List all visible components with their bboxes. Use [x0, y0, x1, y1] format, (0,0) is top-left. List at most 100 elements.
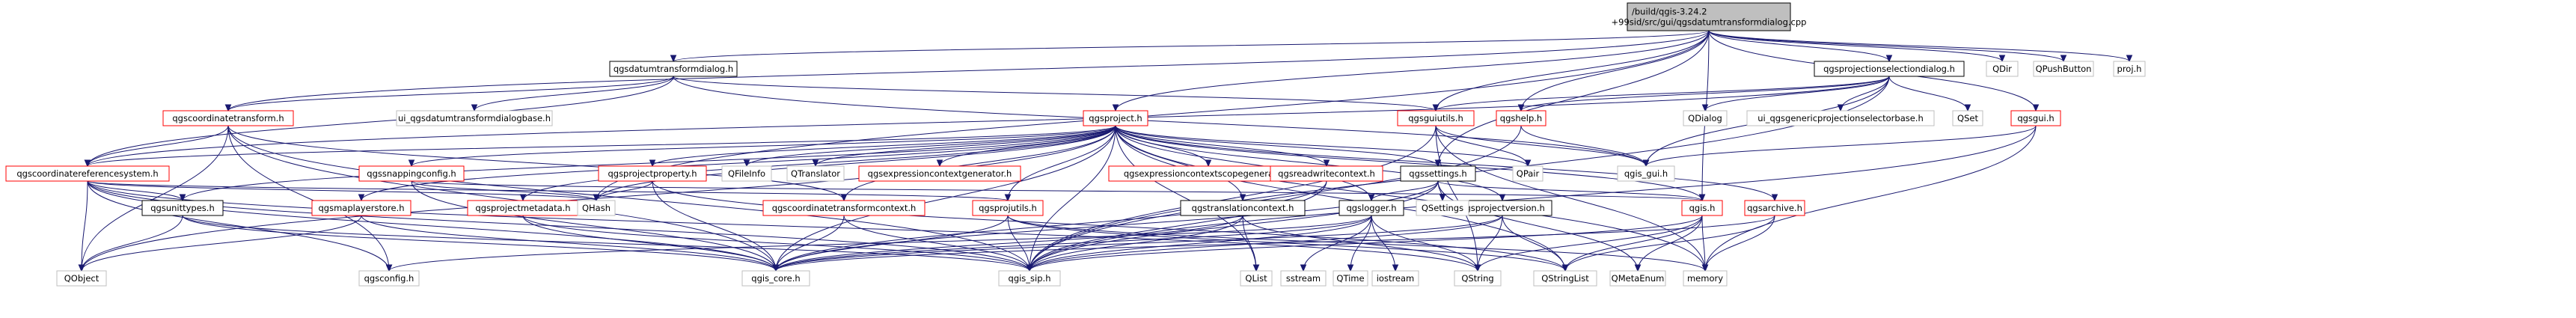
node-box: [1400, 165, 1476, 182]
node-label: qgsprojectversion.h: [1460, 203, 1545, 213]
node-qdialog: QDialog: [1683, 110, 1728, 126]
edge-root-to-coordtransform: [224, 30, 1710, 112]
node-label: qgis_gui.h: [1624, 168, 1668, 179]
edge-qgsproject-to-readwrite: [1115, 125, 1330, 168]
edge-logger-to-qstring: [1371, 215, 1481, 272]
node-projutils[interactable]: qgsprojutils.h: [972, 200, 1044, 216]
node-box: [786, 165, 845, 182]
edge-unittypes-to-qgis_sip: [182, 215, 1033, 272]
node-archive[interactable]: qgsarchive.h: [1744, 200, 1805, 216]
node-projversion[interactable]: qgsprojectversion.h: [1452, 200, 1552, 216]
node-label: QDialog: [1688, 113, 1722, 123]
node-label: qgsconfig.h: [364, 273, 414, 284]
node-box: [1180, 200, 1306, 216]
node-qgsproject[interactable]: qgsproject.h: [1083, 110, 1148, 126]
edge-qgsproject-to-crs: [84, 125, 1116, 168]
node-box: [762, 200, 926, 216]
node-translation[interactable]: qgstranslationcontext.h: [1180, 200, 1306, 216]
node-box: [1083, 110, 1148, 126]
node-label: /build/qgis-3.24.2: [1632, 7, 1707, 17]
node-qfileinfo: QFileInfo: [721, 165, 772, 182]
node-crs[interactable]: qgscoordinatereferencesystem.h: [5, 165, 170, 182]
edge-coordtransform-to-qgsconfig: [227, 125, 393, 272]
edge-projmeta-to-qgis_core: [522, 215, 780, 272]
node-qmetaenum: QMetaEnum: [1609, 270, 1666, 287]
node-root[interactable]: /build/qgis-3.24.2+99sid/src/gui/qgsdatu…: [1612, 2, 1807, 31]
node-dlg_h[interactable]: qgsdatumtransformdialog.h: [609, 61, 738, 77]
node-unittypes[interactable]: qgsunittypes.h: [141, 200, 224, 216]
node-qsettings: QSettings: [1416, 200, 1469, 216]
edge-root-to-proj_h: [1708, 30, 2133, 63]
node-box: [141, 200, 224, 216]
node-box: [1617, 165, 1675, 182]
node-label: qgsprojutils.h: [979, 203, 1037, 213]
node-snapping[interactable]: qgssnappingconfig.h: [358, 165, 465, 182]
node-box: [2010, 110, 2061, 126]
node-box: [1333, 270, 1368, 287]
node-label: qgstranslationcontext.h: [1192, 203, 1294, 213]
node-guiutils[interactable]: qgsguiutils.h: [1397, 110, 1475, 126]
node-projsel[interactable]: qgsprojectionselectiondialog.h: [1814, 61, 1965, 77]
node-box: [56, 270, 107, 287]
node-box: [1454, 270, 1502, 287]
node-box: [1371, 270, 1419, 287]
node-label: proj.h: [2117, 64, 2142, 74]
edge-dlg_h-to-ui_dtd: [471, 76, 674, 112]
edge-logger-to-qgsconfig: [385, 215, 1372, 272]
node-coordtransform[interactable]: qgscoordinatetransform.h: [162, 110, 294, 126]
node-label: QMetaEnum: [1612, 273, 1665, 284]
node-box: [1627, 2, 1791, 31]
edge-guiutils-to-qpair: [1435, 125, 1532, 168]
node-maplayerstore[interactable]: qgsmaplayerstore.h: [311, 200, 412, 216]
edge-dlg_h-to-coordtransform: [224, 76, 674, 112]
edge-qgsgui-to-qgis_sip: [1026, 125, 2037, 272]
node-box: [1681, 200, 1723, 216]
node-box: [721, 165, 772, 182]
node-qlist: QList: [1240, 270, 1273, 287]
node-box: [358, 165, 465, 182]
edge-qgsproject-to-snapping: [408, 125, 1116, 168]
node-label: sstream: [1286, 273, 1321, 284]
node-qobject: QObject: [56, 270, 107, 287]
node-box: [1986, 61, 2019, 77]
edge-layer: [78, 30, 2133, 272]
node-projmeta[interactable]: qgsprojectmetadata.h: [467, 200, 579, 216]
node-projprop[interactable]: qgsprojectproperty.h: [598, 165, 707, 182]
node-qdir: QDir: [1986, 61, 2019, 77]
edge-root-to-dlg_h: [670, 30, 1710, 63]
node-qpushbutton: QPushButton: [2033, 61, 2094, 77]
node-ctxt[interactable]: qgscoordinatetransformcontext.h: [762, 200, 926, 216]
node-exprscope[interactable]: qgsexpressioncontextscopegenerator.h: [1108, 165, 1309, 182]
node-qgis_h[interactable]: qgis.h: [1681, 200, 1723, 216]
node-readwrite[interactable]: qgsreadwritecontext.h: [1270, 165, 1383, 182]
node-settings[interactable]: qgssettings.h: [1400, 165, 1476, 182]
node-qpair: QPair: [1512, 165, 1544, 182]
node-label: qgis_core.h: [751, 273, 800, 284]
node-box: [598, 165, 707, 182]
node-label: qgssnappingconfig.h: [367, 168, 456, 179]
edge-dlg_h-to-guiutils: [673, 76, 1440, 112]
edge-projsel-to-qdialog: [1701, 76, 1890, 112]
node-box: [1496, 110, 1546, 126]
edge-crs-to-qstring: [87, 180, 1481, 272]
edge-qgsgui-to-memory: [1701, 125, 2037, 272]
edge-projprop-to-qhash: [593, 180, 653, 202]
node-box: [162, 110, 294, 126]
node-label: qgsprojectmetadata.h: [475, 203, 570, 213]
node-exprgen[interactable]: qgsexpressioncontextgenerator.h: [858, 165, 1021, 182]
node-qgsconfig: qgsconfig.h: [358, 270, 420, 287]
edge-translation-to-qlist: [1242, 215, 1260, 272]
node-proj_h: proj.h: [2113, 61, 2146, 77]
node-iostream: iostream: [1371, 270, 1419, 287]
node-box: [1814, 61, 1965, 77]
node-box: [972, 200, 1044, 216]
node-qgsgui[interactable]: qgsgui.h: [2010, 110, 2061, 126]
edge-archive-to-qgis_core: [772, 215, 1775, 272]
node-qhash: QHash: [577, 200, 616, 216]
node-logger[interactable]: qgslogger.h: [1339, 200, 1404, 216]
node-qgshelp[interactable]: qgshelp.h: [1496, 110, 1546, 126]
node-label: qgsarchive.h: [1747, 203, 1802, 213]
node-label: qgsproject.h: [1089, 113, 1142, 123]
edge-settings-to-qgis_sip: [1026, 180, 1439, 272]
node-label: QTime: [1336, 273, 1364, 284]
